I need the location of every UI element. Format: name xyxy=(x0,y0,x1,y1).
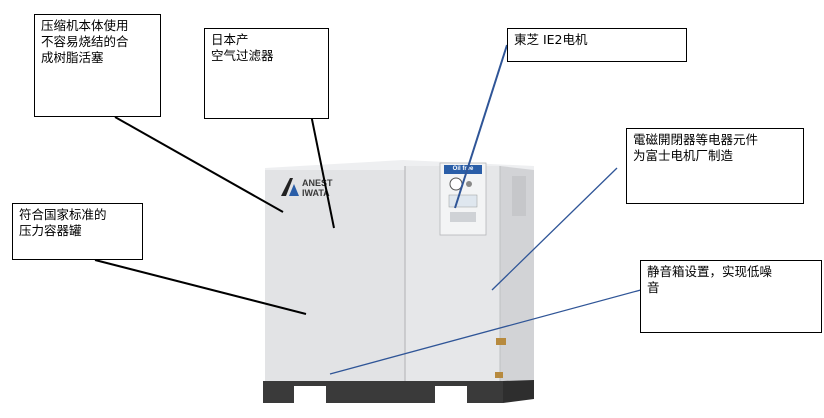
callout-pressure-tank: 符合国家标准的 压力容器罐 xyxy=(12,203,143,260)
callout-motor: 東芝 IE2电机 xyxy=(507,28,687,62)
side-vent xyxy=(512,176,526,216)
pressure-gauge xyxy=(449,177,463,191)
panel-buttons xyxy=(450,212,476,222)
oil-free-badge: Oil free xyxy=(444,165,482,174)
callout-silencing-box: 静音箱设置，实现低噪 音 xyxy=(640,260,822,333)
panel-indicator xyxy=(466,181,472,187)
cabinet-left-panel xyxy=(265,170,405,383)
base-slot-right xyxy=(435,386,467,403)
panel-display xyxy=(448,194,478,208)
cabinet-base-side xyxy=(503,380,534,403)
callout-resin-piston: 压缩机本体使用 不容易烧结的合 成树脂活塞 xyxy=(34,14,161,117)
anest-iwata-logo-icon xyxy=(281,178,299,196)
base-slot-left xyxy=(294,386,326,403)
side-fitting-upper xyxy=(496,338,506,345)
side-fitting-lower xyxy=(495,372,503,378)
brand-logo-text: ANEST IWATA xyxy=(302,178,333,198)
callout-air-filter: 日本产 空气过滤器 xyxy=(204,28,329,119)
callout-electrical-components: 電磁開閉器等电器元件 为富士电机厂制造 xyxy=(626,128,804,204)
